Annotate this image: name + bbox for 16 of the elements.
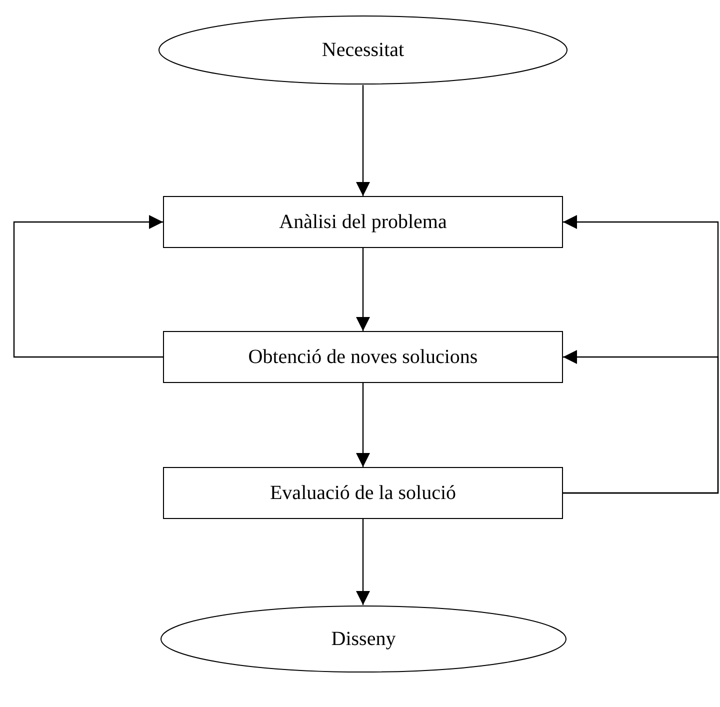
process-box (163, 467, 563, 519)
node-label: Anàlisi del problema (279, 210, 447, 234)
node-label: Necessitat (322, 38, 404, 62)
process-box (163, 331, 563, 383)
process-box (163, 196, 563, 248)
arrow (356, 248, 370, 331)
terminal-ellipse (158, 15, 568, 85)
arrow (356, 85, 370, 196)
arrow (356, 519, 370, 605)
node-label: Obtenció de noves solucions (248, 346, 478, 368)
arrow (13, 215, 163, 358)
terminal-ellipse (160, 605, 567, 673)
arrow (563, 215, 719, 494)
node-label: Evaluació de la solució (270, 482, 456, 504)
node-label: Disseny (331, 628, 396, 650)
arrow (356, 383, 370, 467)
